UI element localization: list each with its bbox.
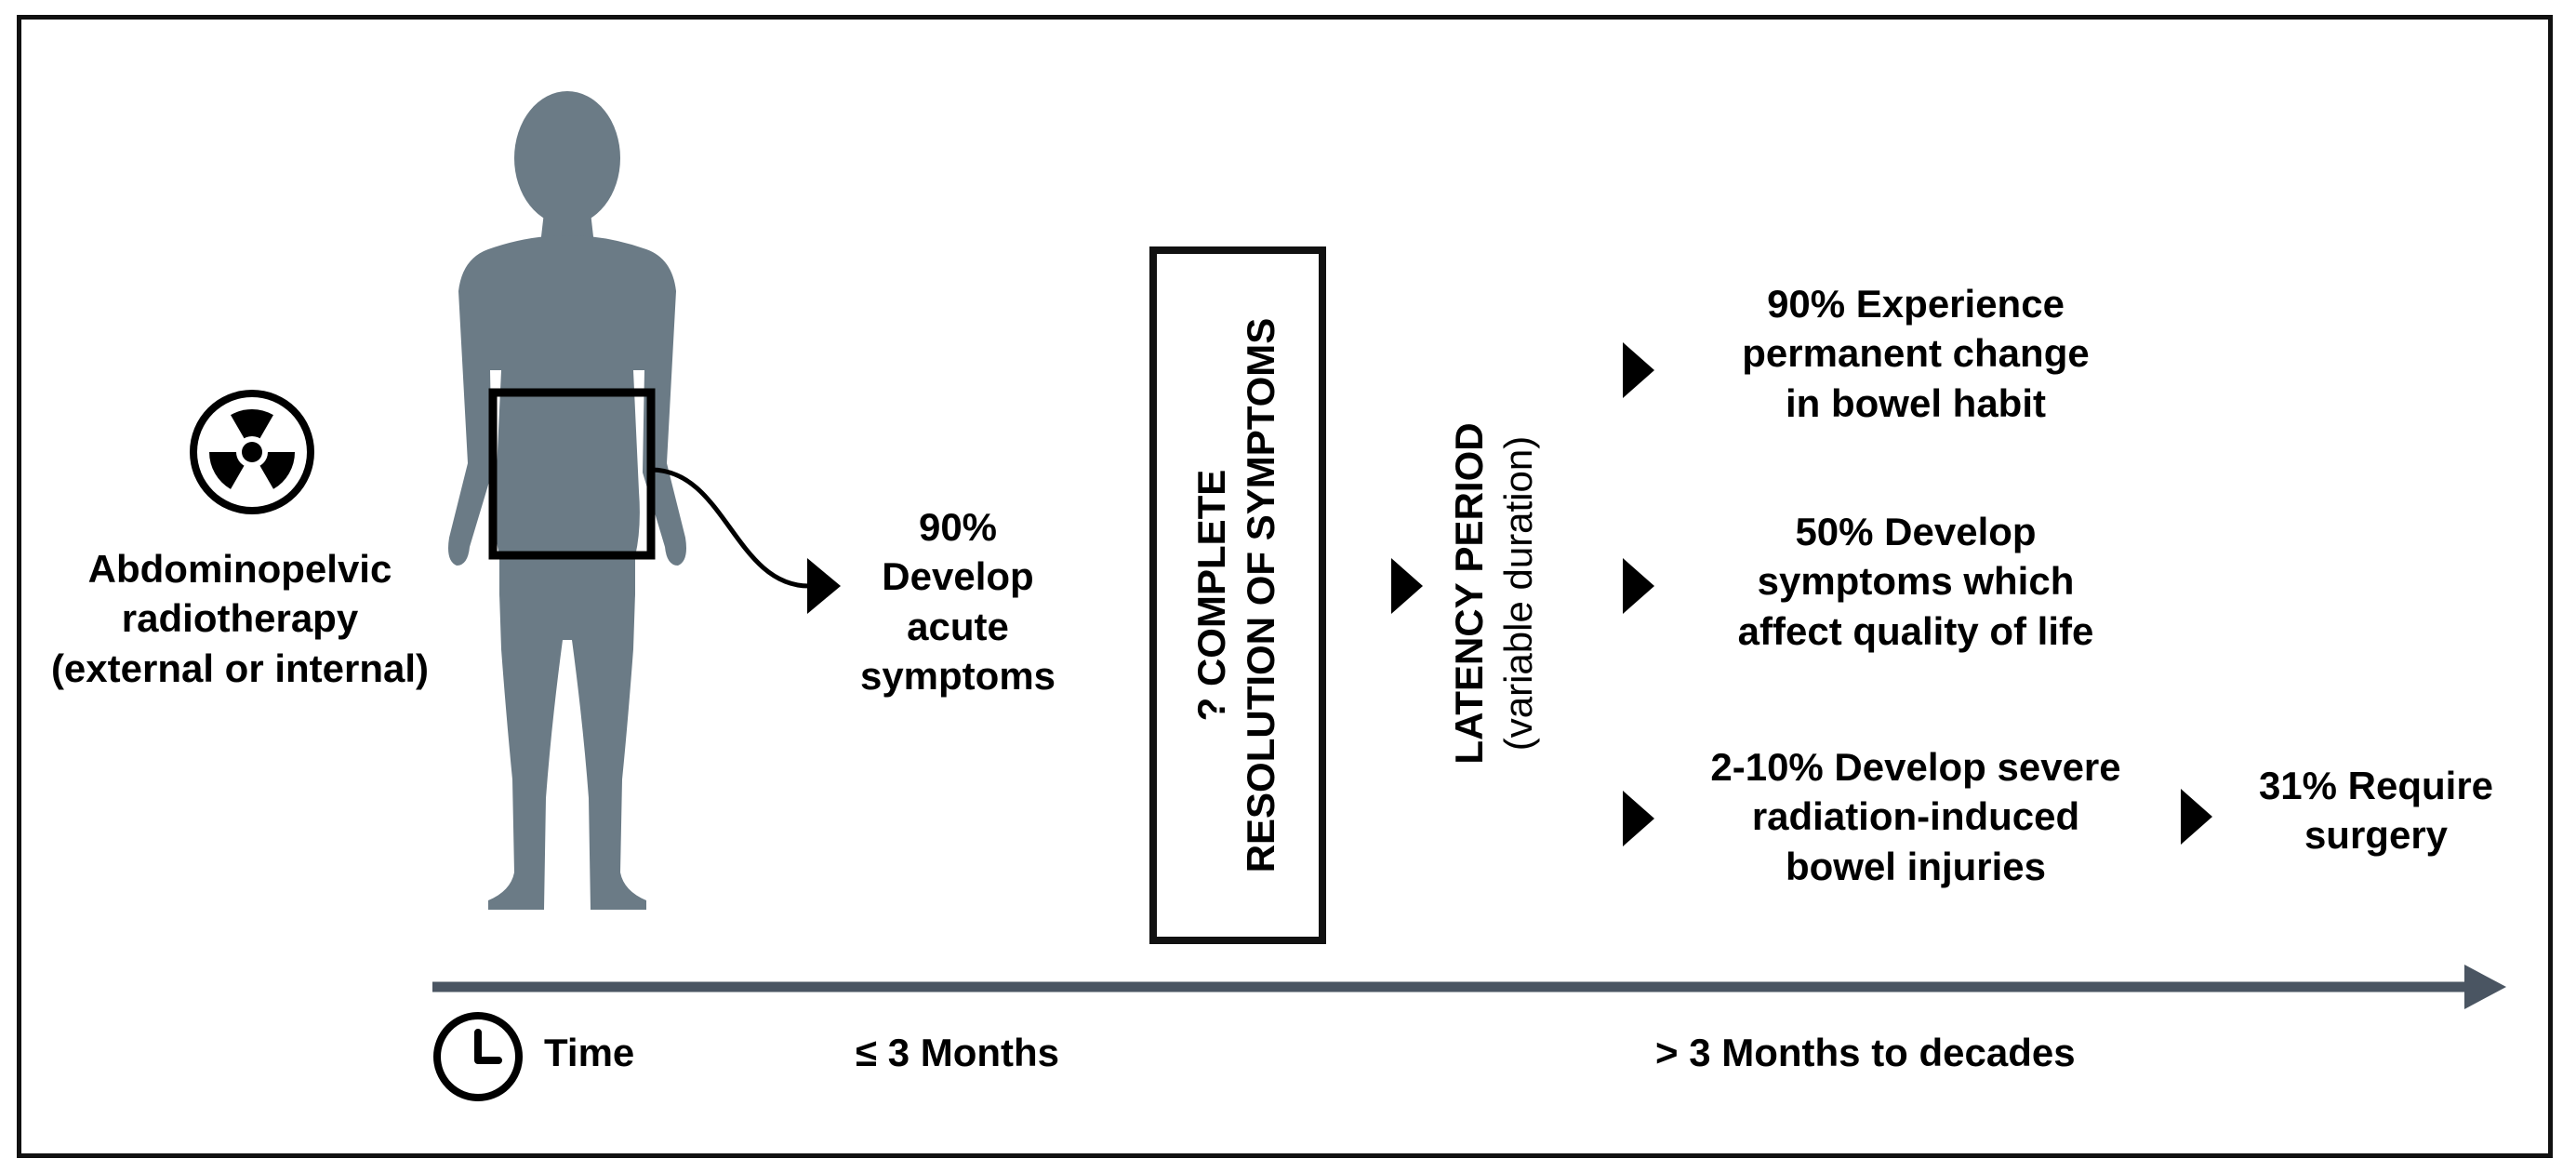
human-silhouette-icon <box>448 91 686 910</box>
outcome-2-line-2: symptoms which <box>1757 559 2075 604</box>
radiotherapy-label: Abdominopelvic radiotherapy (external or… <box>26 544 454 693</box>
arrow-to-surgery <box>2181 789 2212 845</box>
radiation-hazard-icon <box>190 390 314 514</box>
outcome-2-label: 50% Develop symptoms which affect qualit… <box>1674 507 2158 656</box>
abdomen-highlight-box <box>488 388 656 560</box>
outcome-1-line-2: permanent change <box>1742 331 2090 376</box>
radiotherapy-line-1: Abdominopelvic <box>87 547 392 591</box>
outcome-3-label: 2-10% Develop severe radiation-induced b… <box>1655 742 2176 891</box>
outcome-2-line-1: 50% Develop <box>1795 510 2037 553</box>
outcome-2-line-3: affect quality of life <box>1737 608 2094 653</box>
outcome-1-line-3: in bowel habit <box>1786 380 2046 425</box>
late-period-label: > 3 Months to decades <box>1655 1031 2076 1074</box>
surgery-line-1: 31% Require <box>2258 764 2494 807</box>
acute-symptoms-label: 90% Develop acute symptoms <box>818 502 1097 700</box>
outcome-1-label: 90% Experience permanent change in bowel… <box>1674 279 2158 428</box>
arrow-to-latency <box>1391 558 1423 614</box>
radiotherapy-line-3: (external or internal) <box>50 646 430 690</box>
resolution-box <box>1149 246 1326 944</box>
diagram-frame <box>17 15 2553 1158</box>
timeline-arrowhead <box>2464 965 2506 1009</box>
acute-line-1: 90% <box>918 505 998 549</box>
outcome-3-line-1: 2-10% Develop severe <box>1710 745 2121 789</box>
surgery-line-2: surgery <box>2304 813 2449 858</box>
outcome-3-line-3: bowel injuries <box>1785 844 2047 888</box>
arrow-outcome-1 <box>1623 342 1654 398</box>
surgery-label: 31% Require surgery <box>2223 761 2530 860</box>
arrow-outcome-3 <box>1623 791 1654 846</box>
acute-line-2: Develop <box>882 554 1034 599</box>
connector-curve <box>650 467 810 589</box>
early-period-label: ≤ 3 Months <box>856 1031 1060 1074</box>
radiotherapy-line-2: radiotherapy <box>121 596 359 641</box>
outcome-3-line-2: radiation-induced <box>1751 794 2080 839</box>
connector-arrowhead <box>807 558 841 614</box>
arrow-outcome-2 <box>1623 558 1654 614</box>
acute-line-4: symptoms <box>859 653 1056 698</box>
clock-icon <box>433 1012 523 1101</box>
acute-line-3: acute <box>907 604 1009 648</box>
time-label: Time <box>544 1031 635 1074</box>
outcome-1-line-1: 90% Experience <box>1767 282 2065 326</box>
